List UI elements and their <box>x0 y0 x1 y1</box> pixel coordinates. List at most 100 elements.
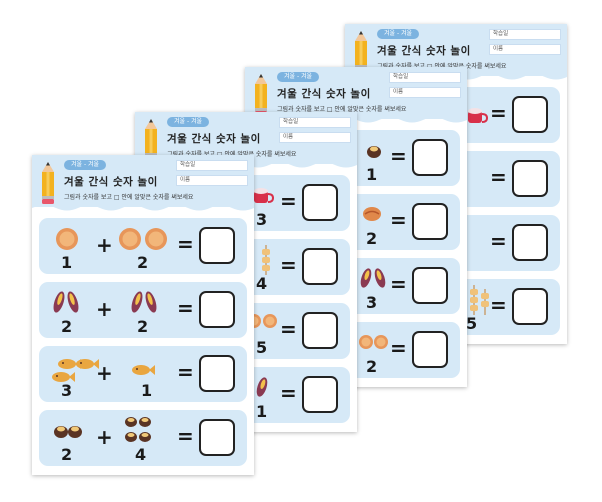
worksheet-header: 겨울 - 겨울 겨울 간식 숫자 놀이 그림과 숫자를 보고 □ 안에 알맞은 … <box>245 67 467 119</box>
plus-sign: + <box>96 297 113 321</box>
equals-sign: = <box>390 208 407 232</box>
pancake-icon <box>56 228 167 250</box>
plus-sign: + <box>96 361 113 385</box>
answer-box[interactable] <box>512 160 548 197</box>
number-a: 3 <box>256 210 268 229</box>
pencil-icon <box>255 74 267 116</box>
equals-sign: = <box>177 424 194 448</box>
chestnut-icon <box>54 417 151 442</box>
number-a: 1 <box>366 165 378 184</box>
date-field[interactable]: 학습일 <box>176 160 248 171</box>
header-wave <box>245 117 467 123</box>
bungeoppang-icon <box>363 207 381 221</box>
number-b: 2 <box>137 253 149 272</box>
problem-row: 2 + 2 = <box>39 282 247 338</box>
answer-box[interactable] <box>199 419 235 456</box>
answer-box[interactable] <box>512 224 548 261</box>
subject-badge: 겨울 - 겨울 <box>377 29 420 39</box>
date-field[interactable]: 학습일 <box>279 117 351 128</box>
equals-sign: = <box>177 360 194 384</box>
equals-sign: = <box>177 296 194 320</box>
chestnut-icon <box>367 146 381 158</box>
answer-box[interactable] <box>302 184 338 221</box>
pencil-icon <box>145 119 157 161</box>
number-a: 5 <box>466 314 478 333</box>
equals-sign: = <box>390 336 407 360</box>
header-wave <box>345 74 567 80</box>
header-wave <box>32 205 254 211</box>
equals-sign: = <box>490 229 507 253</box>
name-field[interactable]: 이름 <box>176 175 248 186</box>
number-a: 2 <box>61 317 73 336</box>
answer-box[interactable] <box>302 376 338 413</box>
sweet-potato-icon <box>360 268 386 288</box>
name-field[interactable]: 이름 <box>389 87 461 98</box>
worksheet-title: 겨울 간식 숫자 놀이 <box>64 176 158 188</box>
worksheet-sheet-1: 겨울 - 겨울 겨울 간식 숫자 놀이 그림과 숫자를 보고 □ 안에 알맞은 … <box>32 155 254 475</box>
worksheet-instruction: 그림과 숫자를 보고 □ 안에 알맞은 숫자를 써보세요 <box>167 151 297 158</box>
name-field[interactable]: 이름 <box>279 132 351 143</box>
hot-cocoa-icon <box>468 108 489 123</box>
answer-box[interactable] <box>412 331 448 368</box>
number-a: 4 <box>256 274 268 293</box>
header-wave <box>135 162 357 168</box>
equals-sign: = <box>280 317 297 341</box>
number-a: 2 <box>61 445 73 464</box>
worksheet-instruction: 그림과 숫자를 보고 □ 안에 알맞은 숫자를 써보세요 <box>64 194 194 201</box>
fish-bread-icon <box>52 359 155 382</box>
worksheet-title: 겨울 간식 숫자 놀이 <box>277 88 371 100</box>
fish-cake-skewer-icon <box>470 285 489 315</box>
answer-box[interactable] <box>199 227 235 264</box>
number-a: 2 <box>366 357 378 376</box>
number-a: 3 <box>366 293 378 312</box>
worksheet-title: 겨울 간식 숫자 놀이 <box>167 133 261 145</box>
answer-box[interactable] <box>412 139 448 176</box>
worksheet-title: 겨울 간식 숫자 놀이 <box>377 45 471 57</box>
number-a: 1 <box>256 402 268 421</box>
answer-box[interactable] <box>412 203 448 240</box>
date-field[interactable]: 학습일 <box>389 72 461 83</box>
pencil-icon <box>42 162 54 204</box>
subject-badge: 겨울 - 겨울 <box>167 117 210 127</box>
answer-box[interactable] <box>302 248 338 285</box>
equals-sign: = <box>280 381 297 405</box>
equals-sign: = <box>490 165 507 189</box>
plus-sign: + <box>96 425 113 449</box>
sweet-potato-icon <box>256 377 268 397</box>
number-a: 2 <box>366 229 378 248</box>
equals-sign: = <box>390 272 407 296</box>
equals-sign: = <box>390 144 407 168</box>
problem-row: 3 + 1 = <box>39 346 247 402</box>
answer-box[interactable] <box>302 312 338 349</box>
equals-sign: = <box>490 101 507 125</box>
answer-box[interactable] <box>199 355 235 392</box>
answer-box[interactable] <box>512 288 548 325</box>
answer-box[interactable] <box>512 96 548 133</box>
worksheet-header: 겨울 - 겨울 겨울 간식 숫자 놀이 그림과 숫자를 보고 □ 안에 알맞은 … <box>32 155 254 207</box>
number-b: 2 <box>137 317 149 336</box>
number-a: 3 <box>61 381 73 400</box>
subject-badge: 겨울 - 겨울 <box>64 160 107 170</box>
answer-box[interactable] <box>199 291 235 328</box>
name-field[interactable]: 이름 <box>489 44 561 55</box>
number-a: 1 <box>61 253 73 272</box>
worksheet-instruction: 그림과 숫자를 보고 □ 안에 알맞은 숫자를 써보세요 <box>277 106 407 113</box>
number-a: 5 <box>256 338 268 357</box>
sweet-potato-icon <box>53 291 157 313</box>
worksheet-instruction: 그림과 숫자를 보고 □ 안에 알맞은 숫자를 써보세요 <box>377 63 507 70</box>
equals-sign: = <box>177 232 194 256</box>
fish-cake-skewer-icon <box>262 245 270 275</box>
equals-sign: = <box>280 253 297 277</box>
hot-cocoa-icon <box>254 188 275 203</box>
plus-sign: + <box>96 233 113 257</box>
number-b: 4 <box>135 445 147 464</box>
equals-sign: = <box>490 293 507 317</box>
pancake-icon <box>359 335 388 349</box>
date-field[interactable]: 학습일 <box>489 29 561 40</box>
problem-row: 1 + 2 = <box>39 218 247 274</box>
number-b: 1 <box>141 381 153 400</box>
equals-sign: = <box>280 189 297 213</box>
subject-badge: 겨울 - 겨울 <box>277 72 320 82</box>
answer-box[interactable] <box>412 267 448 304</box>
